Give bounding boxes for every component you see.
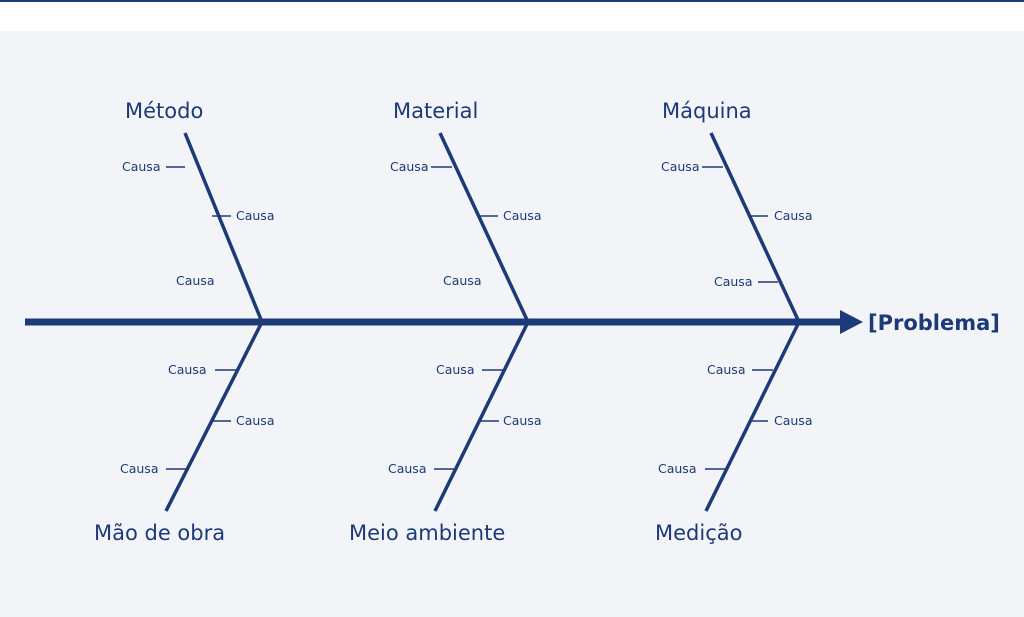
bone-metodo bbox=[183, 132, 264, 323]
cause-label: Causa bbox=[122, 159, 160, 174]
category-label-mao-de-obra: Mão de obra bbox=[94, 521, 225, 545]
category-label-medicao: Medição bbox=[655, 521, 742, 545]
spine-arrowhead bbox=[840, 310, 863, 334]
cause-label: Causa bbox=[503, 413, 541, 428]
bone-meio-ambiente bbox=[433, 321, 530, 512]
cause-label: Causa bbox=[503, 208, 541, 223]
cause-label: Causa bbox=[236, 413, 274, 428]
bone-mao-de-obra bbox=[164, 321, 264, 512]
cause-label: Causa bbox=[661, 159, 699, 174]
cause-label: Causa bbox=[168, 362, 206, 377]
cause-label: Causa bbox=[120, 461, 158, 476]
cause-label: Causa bbox=[774, 208, 812, 223]
bone-maquina bbox=[709, 132, 801, 323]
bone-medicao bbox=[704, 321, 801, 512]
cause-label: Causa bbox=[707, 362, 745, 377]
category-label-metodo: Método bbox=[125, 99, 203, 123]
problem-label: [Problema] bbox=[868, 311, 1000, 335]
cause-label: Causa bbox=[388, 461, 426, 476]
category-label-material: Material bbox=[393, 99, 478, 123]
category-label-meio-ambiente: Meio ambiente bbox=[349, 521, 505, 545]
bone-material bbox=[438, 132, 530, 323]
cause-label: Causa bbox=[176, 273, 214, 288]
category-label-maquina: Máquina bbox=[662, 99, 752, 123]
cause-label: Causa bbox=[390, 159, 428, 174]
cause-label: Causa bbox=[236, 208, 274, 223]
cause-label: Causa bbox=[436, 362, 474, 377]
top-divider bbox=[0, 0, 1024, 2]
cause-label: Causa bbox=[714, 274, 752, 289]
cause-label: Causa bbox=[443, 273, 481, 288]
cause-label: Causa bbox=[774, 413, 812, 428]
cause-label: Causa bbox=[658, 461, 696, 476]
